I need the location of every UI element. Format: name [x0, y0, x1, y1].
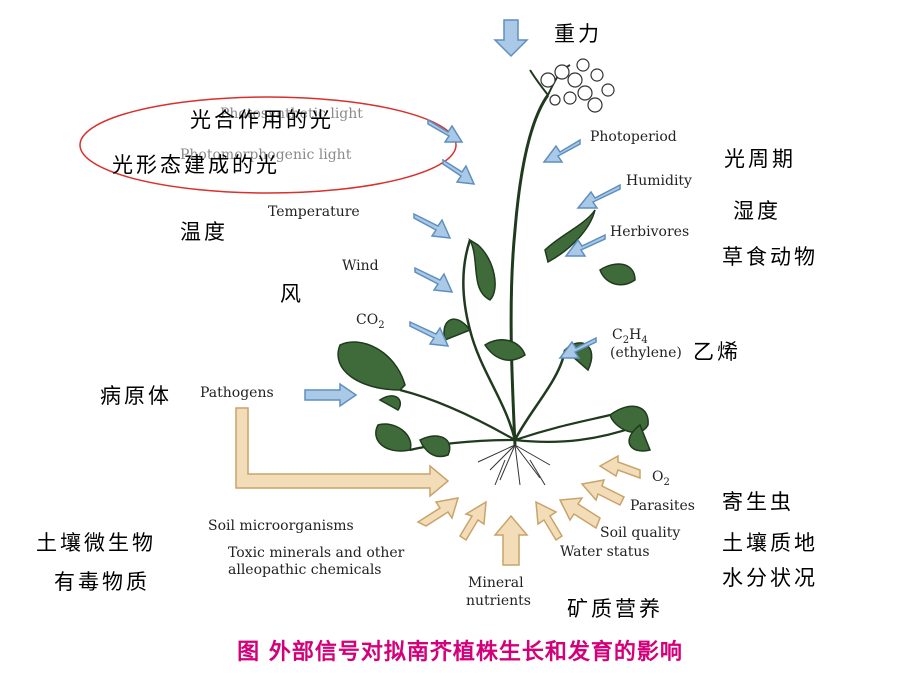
- label-c2h4-en: C2H4: [612, 327, 648, 346]
- label-photosynthetic-light-cn: 光合作用的光: [190, 108, 334, 132]
- label-wind-en: Wind: [342, 258, 379, 274]
- label-temperature-cn: 温度: [180, 220, 228, 244]
- label-humidity-cn: 湿度: [733, 199, 781, 223]
- label-toxic-minerals-line2-en: alleopathic chemicals: [228, 562, 382, 578]
- label-herbivores-en: Herbivores: [610, 224, 690, 240]
- label-soil-microorganisms-cn: 土壤微生物: [36, 531, 156, 555]
- label-water-status-en: Water status: [560, 544, 650, 560]
- label-toxic-minerals-line1-en: Toxic minerals and other: [228, 545, 405, 561]
- label-soil-microorganisms-en: Soil microorganisms: [208, 518, 354, 534]
- label-mineral-line1-en: Mineral: [468, 575, 524, 591]
- label-o2-en: O2: [652, 469, 670, 488]
- plant-illustration: [399, 64, 641, 452]
- label-photosynthetic-light-en: Photosynthetic light: [220, 106, 363, 122]
- flower-cluster: [540, 58, 615, 113]
- leaf-group: [337, 209, 652, 458]
- label-ethylene-en: (ethylene): [610, 345, 682, 361]
- label-mineral-line2-en: nutrients: [466, 593, 531, 609]
- label-photoperiod-cn: 光周期: [724, 147, 796, 171]
- tan-arrow-icon: [235, 407, 641, 566]
- label-humidity-en: Humidity: [626, 173, 692, 189]
- label-soil-quality-cn: 土壤质地: [722, 531, 818, 555]
- label-ethylene-cn: 乙烯: [693, 340, 741, 364]
- label-wind-cn: 风: [280, 282, 304, 306]
- label-herbivores-cn: 草食动物: [722, 245, 818, 269]
- label-co2-en: CO2: [356, 312, 385, 331]
- label-temperature-en: Temperature: [268, 204, 360, 220]
- label-photomorphogenic-light-en: Photomorphogenic light: [180, 147, 352, 163]
- label-photoperiod-en: Photoperiod: [590, 129, 677, 145]
- label-photomorphogenic-light-cn: 光形态建成的光: [112, 153, 280, 177]
- root-system: [477, 444, 551, 486]
- label-toxic-cn: 有毒物质: [54, 570, 150, 594]
- label-parasites-en: Parasites: [630, 498, 695, 514]
- blue-arrow-icon: [304, 19, 621, 408]
- label-gravity-cn: 重力: [554, 22, 602, 46]
- label-pathogens-cn: 病原体: [100, 384, 172, 408]
- label-soil-quality-en: Soil quality: [600, 525, 681, 541]
- highlight-ellipse: [79, 96, 457, 194]
- label-parasites-cn: 寄生虫: [722, 490, 794, 514]
- figure-caption: 图 外部信号对拟南芥植株生长和发育的影响: [237, 640, 683, 665]
- label-pathogens-en: Pathogens: [200, 385, 274, 401]
- label-mineral-nutrients-cn: 矿质营养: [567, 597, 663, 621]
- label-water-status-cn: 水分状况: [722, 566, 818, 590]
